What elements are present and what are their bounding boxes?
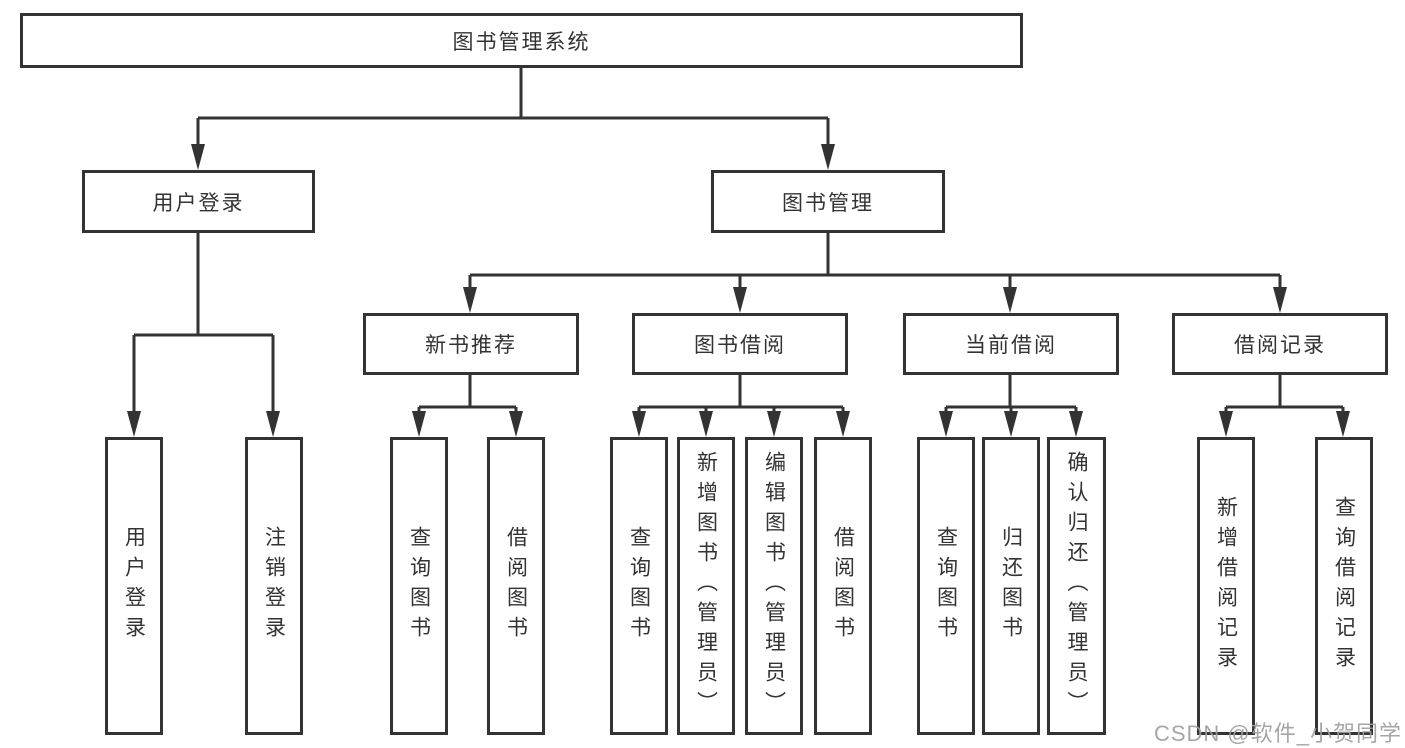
node-book-management: 图书管理 <box>711 170 945 233</box>
leaf-edit-books-admin: 编辑图书（管理员） <box>745 437 803 735</box>
connector-borrow-record-to-leaves <box>1224 375 1345 415</box>
csdn-watermark: CSDN @软件_小贺同学 <box>1153 721 1402 746</box>
node-label: 用户登录 <box>152 191 245 215</box>
arrow-down-icon <box>463 287 477 313</box>
node-label: 借阅图书 <box>504 526 528 646</box>
connector-new-book-to-leaves <box>417 375 518 415</box>
arrowheads <box>127 144 1350 437</box>
connector-book-management-to-level3 <box>468 233 1282 291</box>
node-label: 图书借阅 <box>694 334 786 357</box>
arrow-down-icon <box>733 287 747 313</box>
node-label: 编辑图书（管理员） <box>762 451 786 721</box>
arrow-down-icon <box>836 411 850 437</box>
leaf-query-books-borrow: 查询图书 <box>610 437 668 735</box>
arrow-down-icon <box>1004 411 1018 437</box>
node-label: 借阅记录 <box>1234 334 1326 357</box>
leaf-borrow-books: 借阅图书 <box>814 437 872 735</box>
arrow-down-icon <box>699 411 713 437</box>
node-label: 新增图书（管理员） <box>694 451 718 721</box>
node-label: 查询图书 <box>407 526 431 646</box>
connector-user-login-to-leaves <box>132 233 275 415</box>
node-label: 图书管理 <box>782 191 874 215</box>
leaf-query-books-current: 查询图书 <box>917 437 975 735</box>
node-label: 注销登录 <box>262 526 286 646</box>
node-current-borrowing: 当前借阅 <box>903 313 1119 375</box>
node-label: 新书推荐 <box>425 334 517 357</box>
leaf-add-borrow-record: 新增借阅记录 <box>1197 437 1255 735</box>
arrow-down-icon <box>1273 287 1287 313</box>
leaf-confirm-return-admin: 确认归还（管理员） <box>1047 437 1106 735</box>
connector-root-to-level2 <box>196 68 830 148</box>
node-label: 查询借阅记录 <box>1332 496 1356 676</box>
arrow-down-icon <box>1069 411 1083 437</box>
connector-paths <box>132 68 1345 415</box>
leaf-query-books-recommend: 查询图书 <box>390 437 448 735</box>
node-label: 用户登录 <box>122 526 146 646</box>
node-label: 借阅图书 <box>831 526 855 646</box>
node-label: 确认归还（管理员） <box>1065 451 1088 721</box>
leaf-user-login: 用户登录 <box>105 437 163 735</box>
leaf-return-books: 归还图书 <box>982 437 1040 735</box>
arrow-down-icon <box>266 411 280 437</box>
arrow-down-icon <box>191 144 205 170</box>
arrow-down-icon <box>1219 411 1233 437</box>
node-label: 图书管理系统 <box>452 30 591 54</box>
arrow-down-icon <box>127 411 141 437</box>
leaf-add-books-admin: 新增图书（管理员） <box>677 437 735 735</box>
node-label: 当前借阅 <box>965 334 1057 357</box>
node-label: 归还图书 <box>999 526 1023 646</box>
node-new-book-recommendation: 新书推荐 <box>363 313 579 375</box>
arrow-down-icon <box>1003 287 1017 313</box>
arrow-down-icon <box>412 411 426 437</box>
arrow-down-icon <box>939 411 953 437</box>
arrow-down-icon <box>767 411 781 437</box>
node-label: 查询图书 <box>627 526 651 646</box>
node-user-login: 用户登录 <box>82 170 315 233</box>
connector-book-borrow-to-leaves <box>637 375 845 415</box>
leaf-query-borrow-record: 查询借阅记录 <box>1315 437 1373 735</box>
arrow-down-icon <box>632 411 646 437</box>
node-book-borrowing: 图书借阅 <box>632 313 848 375</box>
arrow-down-icon <box>821 144 835 170</box>
node-label: 查询图书 <box>934 526 958 646</box>
connector-current-borrow-to-leaves <box>944 375 1078 415</box>
arrow-down-icon <box>1336 411 1350 437</box>
node-library-management-system: 图书管理系统 <box>20 13 1023 68</box>
arrow-down-icon <box>509 411 523 437</box>
leaf-borrow-books-recommend: 借阅图书 <box>487 437 545 735</box>
leaf-logout: 注销登录 <box>245 437 303 735</box>
node-borrowing-records: 借阅记录 <box>1172 313 1388 375</box>
node-label: 新增借阅记录 <box>1214 496 1238 676</box>
